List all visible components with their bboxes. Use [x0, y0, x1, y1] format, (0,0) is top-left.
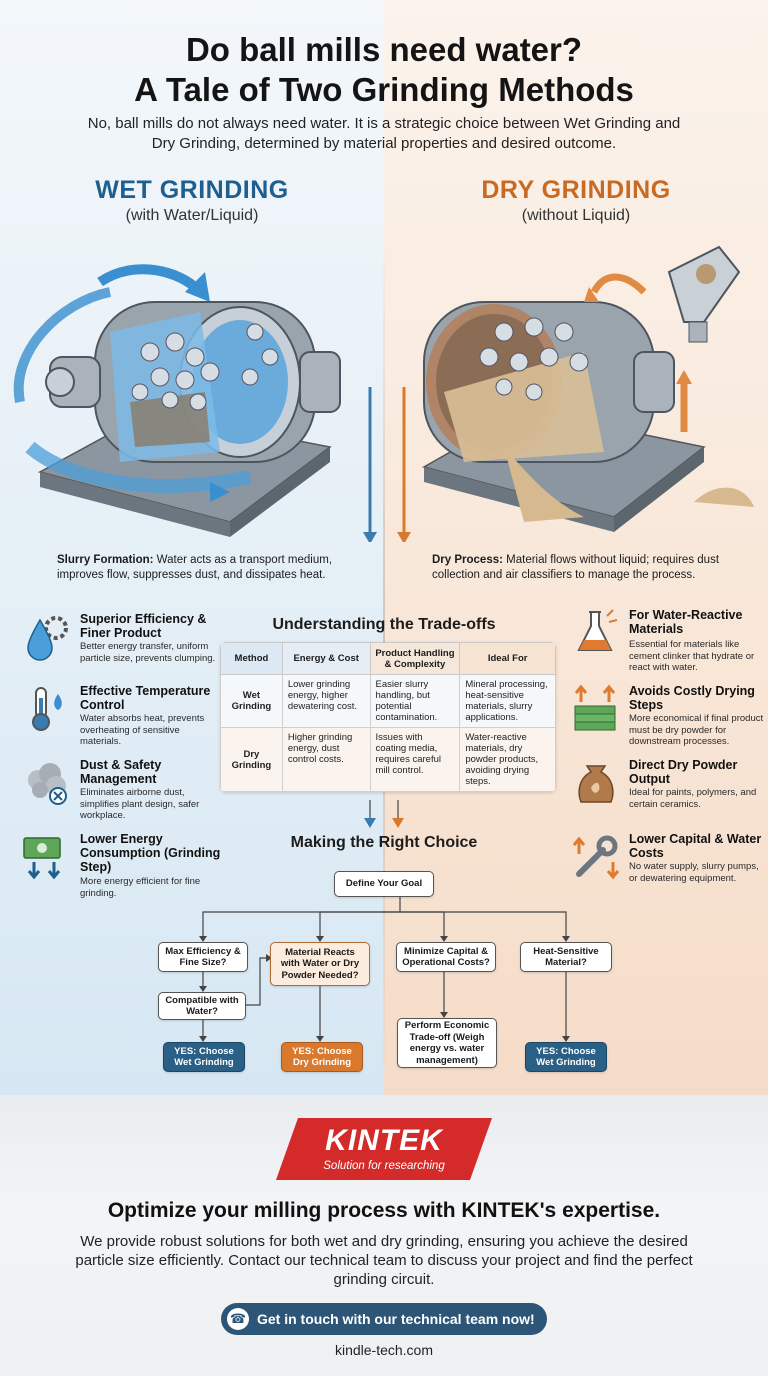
- cta-title: Optimize your milling process with KINTE…: [107, 1199, 661, 1222]
- wet-background: [0, 0, 384, 1095]
- table-header: Product Handling & Complexity: [369, 642, 461, 675]
- intro-text: No, ball mills do not always need water.…: [87, 115, 681, 152]
- kintek-logo: [276, 1118, 492, 1180]
- table-cell: Higher grinding energy, dust control cos…: [281, 727, 371, 792]
- table-row: Dry Grinding Higher grinding energy, dus…: [220, 727, 556, 792]
- table-header: Method: [220, 642, 283, 675]
- logo-tagline: Solution for researching: [323, 1160, 445, 1172]
- dry-heading: DRY GRINDING (without Liquid): [481, 176, 671, 224]
- table-cell: Dry Grinding: [220, 727, 283, 792]
- tradeoffs-table: Method Energy & Cost Product Handling & …: [220, 642, 556, 792]
- wet-heading: WET GRINDING (with Water/Liquid): [95, 176, 289, 224]
- choice-title: Making the Right Choice: [290, 834, 478, 851]
- flow-result-wet-grinding: YES: Choose Wet Grinding: [163, 1042, 245, 1072]
- table-cell: Wet Grinding: [220, 674, 283, 728]
- table-cell: Mineral processing, heat-sensitive mater…: [459, 674, 556, 728]
- flow-question-reactive: Material Reacts with Water or Dry Powder…: [270, 942, 370, 986]
- cta-text: We provide robust solutions for both wet…: [75, 1233, 693, 1288]
- wet-caption: Slurry Formation: Water acts as a transp…: [57, 554, 333, 581]
- flow-economic-tradeoff: Perform Economic Trade-off (Weigh energy…: [397, 1018, 497, 1068]
- page-title: Do ball mills need water? A Tale of Two …: [134, 31, 634, 108]
- table-cell: Issues with coating media, requires care…: [369, 727, 461, 792]
- flask-reaction-icon: [577, 609, 618, 651]
- table-cell: Lower grinding energy, higher dewatering…: [281, 674, 371, 728]
- thermometer-flame-icon: [32, 687, 62, 731]
- flow-question-costs: Minimize Capital & Operational Costs?: [396, 942, 496, 972]
- table-header: Ideal For: [459, 642, 556, 675]
- dry-ball-mill-illustration: [397, 245, 754, 542]
- contact-button-label: Get in touch with our technical team now…: [257, 1311, 535, 1327]
- dry-caption: Dry Process: Material flows without liqu…: [432, 554, 720, 581]
- table-cell: Water-reactive materials, dry powder pro…: [459, 727, 556, 792]
- wrench-icon: [572, 835, 620, 880]
- flow-question-water-compatible: Compatible with Water?: [158, 992, 246, 1020]
- wet-ball-mill-illustration: [13, 264, 377, 542]
- money-arrows-down-icon: [23, 837, 61, 880]
- website-link[interactable]: kindle-tech.com: [334, 1342, 434, 1358]
- flow-result-wet-grinding-heat: YES: Choose Wet Grinding: [525, 1042, 607, 1072]
- table-row: Wet Grinding Lower grinding energy, high…: [220, 674, 556, 728]
- water-drop-gear-icon: [27, 616, 68, 661]
- flow-question-heat-sensitive: Heat-Sensitive Material?: [520, 942, 612, 972]
- flow-question-efficiency: Max Efficiency & Fine Size?: [158, 942, 248, 972]
- flow-root-define-goal: Define Your Goal: [334, 871, 434, 897]
- flow-result-dry-grinding: YES: Choose Dry Grinding: [281, 1042, 363, 1072]
- dust-cloud-icon: [28, 763, 67, 805]
- money-stack-arrows-icon: [574, 684, 616, 731]
- table-cell: Easier slurry handling, but potential co…: [369, 674, 461, 728]
- contact-button[interactable]: ☎ Get in touch with our technical team n…: [221, 1303, 547, 1335]
- table-header-row: Method Energy & Cost Product Handling & …: [220, 642, 556, 675]
- logo-text: KINTEK: [325, 1124, 443, 1157]
- powder-sack-icon: [578, 765, 614, 803]
- table-header: Energy & Cost: [281, 642, 371, 675]
- phone-icon: ☎: [227, 1308, 249, 1330]
- dry-background: [384, 0, 768, 1095]
- tradeoffs-title: Understanding the Trade-offs: [272, 616, 496, 633]
